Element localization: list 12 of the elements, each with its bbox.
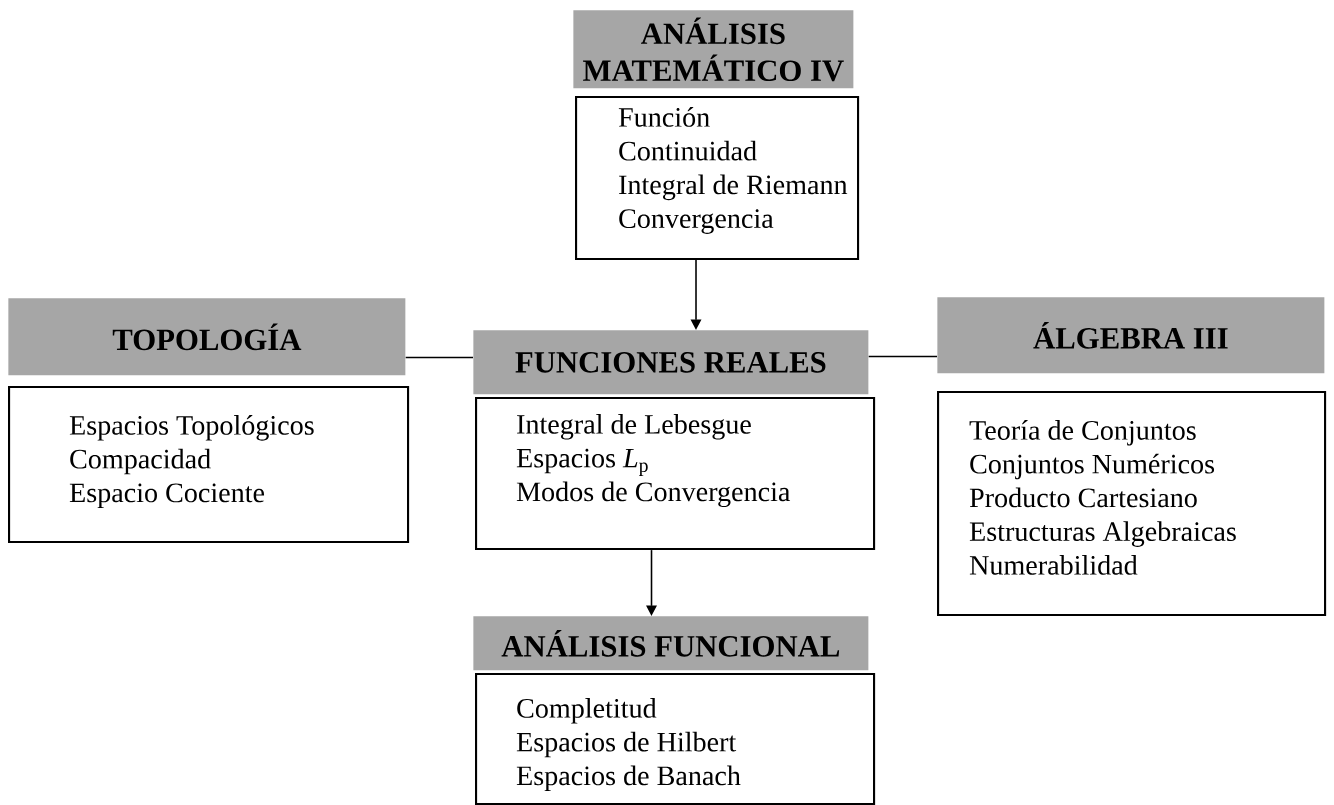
topic-list-box: Integral de Lebesgue Espacios L$_{p}$ Modos de Convergencia — [475, 397, 876, 551]
subject-heading: ANÁLISIS MATEMÁTICO IV — [573, 10, 854, 89]
subject-heading: FUNCIONES REALES — [473, 330, 869, 395]
connector-line — [867, 355, 938, 358]
subject-heading: ANÁLISIS FUNCIONAL — [473, 616, 869, 671]
topic-list-box: Espacios Topológicos Compacidad Espacio Cociente — [8, 386, 410, 544]
connector-line — [404, 356, 474, 359]
topic-list-box: Función Continuidad Integral de Riemann Convergencia — [575, 96, 860, 261]
topic-list-box: Completitud Espacios de Hilbert Espacios de Banach — [475, 673, 876, 805]
subject-heading: ÁLGEBRA III — [937, 297, 1325, 374]
topic-list-box: Teoría de Conjuntos Conjuntos Numéricos Producto Cartesiano Estructuras Algebraicas Numerabilidad — [937, 391, 1327, 617]
subject-heading: TOPOLOGÍA — [8, 298, 406, 376]
